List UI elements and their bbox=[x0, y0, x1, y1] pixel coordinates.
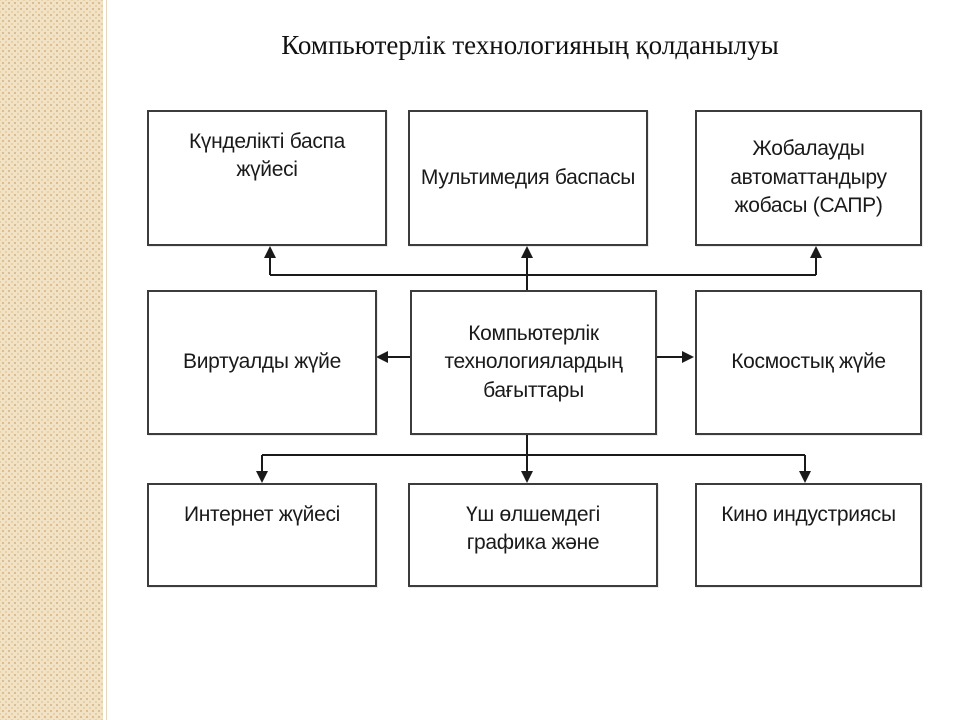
node-virtual-label: Виртуалды жүйе bbox=[183, 350, 341, 374]
node-multimedia-print: Мультимедия баспасы bbox=[408, 110, 648, 246]
node-cad-label: Жобалауды автоматтандыру жобасы (САПР) bbox=[730, 137, 887, 218]
node-space-label: Космостық жүйе bbox=[731, 350, 886, 374]
node-cad-project: Жобалауды автоматтандыру жобасы (САПР) bbox=[695, 110, 922, 246]
node-virtual-system: Виртуалды жүйе bbox=[147, 290, 377, 435]
decorative-divider bbox=[106, 0, 107, 720]
node-cinema-label: Кино индустриясы bbox=[721, 503, 896, 526]
node-center-label: Компьютерлік технологиялардың бағыттары bbox=[444, 321, 623, 402]
node-computer-technology-directions: Компьютерлік технологиялардың бағыттары bbox=[410, 290, 657, 435]
node-cinema-industry: Кино индустриясы bbox=[695, 483, 922, 587]
node-daily-print-label: Күнделікті баспа жүйесі bbox=[188, 130, 345, 182]
node-space-system: Космостық жүйе bbox=[695, 290, 922, 435]
node-internet-label: Интернет жүйесі bbox=[183, 503, 341, 526]
node-graphics3d-label: Үш өлшемдегі графика және bbox=[466, 503, 600, 555]
decorative-side-strip bbox=[0, 0, 103, 720]
node-internet-system: Интернет жүйесі bbox=[147, 483, 377, 587]
node-3d-graphics: Үш өлшемдегі графика және bbox=[408, 483, 658, 587]
slide-title: Компьютерлік технологияның қолданылуы bbox=[281, 30, 779, 60]
node-multimedia-label: Мультимедия баспасы bbox=[420, 165, 636, 189]
node-daily-print-system: Күнделікті баспа жүйесі bbox=[147, 110, 387, 246]
